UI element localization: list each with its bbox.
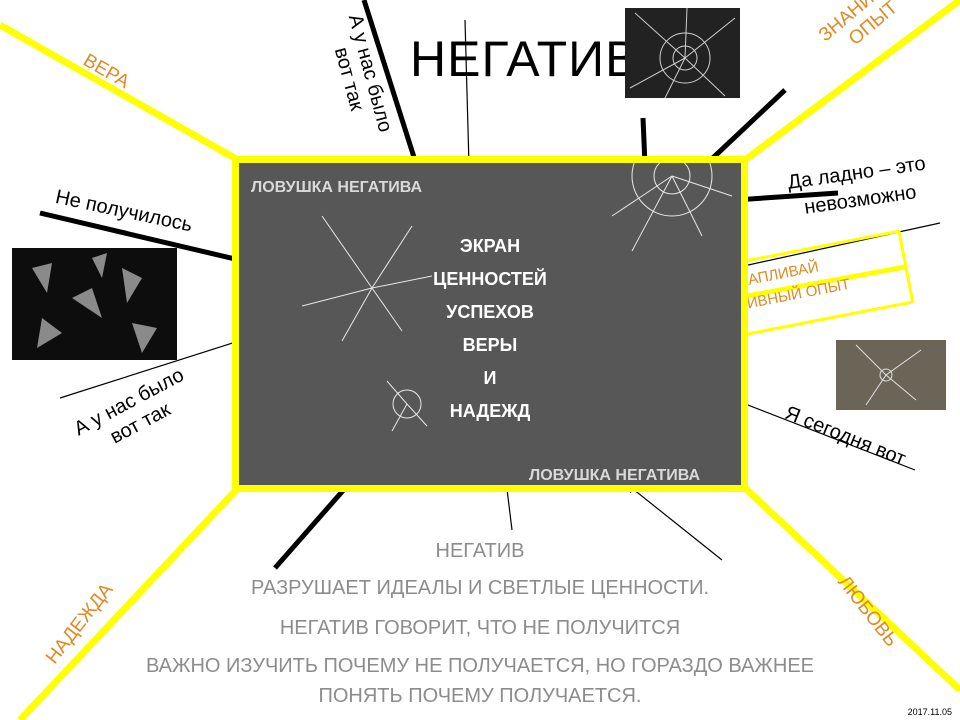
screen-of-values: ЛОВУШКА НЕГАТИВА ЛОВУШКА НЕГАТИВА bbox=[232, 156, 748, 492]
center-line-4: ВЕРЫ bbox=[462, 335, 518, 355]
bottom-line-3: НЕГАТИВ ГОВОРИТ, ЧТО НЕ ПОЛУЧИТСЯ bbox=[279, 617, 681, 639]
arrow-right bbox=[734, 190, 839, 203]
date-stamp: 2017.11.05 bbox=[907, 707, 952, 717]
center-line-2: ЦЕННОСТЕЙ bbox=[433, 269, 547, 289]
bottom-line-1: НЕГАТИВ bbox=[435, 540, 525, 562]
crack-small-icon bbox=[855, 344, 922, 406]
center-line-1: ЭКРАН bbox=[459, 236, 521, 256]
bottom-line-5: ПОНЯТЬ ПОЧЕМУ ПОЛУЧАЕТСЯ. bbox=[318, 685, 642, 707]
crack-icon bbox=[629, 8, 736, 98]
trap-label-bottom: ЛОВУШКА НЕГАТИВА bbox=[529, 467, 701, 484]
broken-glass-photo-left bbox=[12, 248, 177, 360]
shards-icon bbox=[32, 253, 157, 353]
bottom-line-2: РАЗРУШАЕТ ИДЕАЛЫ И СВЕТЛЫЕ ЦЕННОСТИ. bbox=[250, 577, 710, 599]
screen-cracks bbox=[301, 163, 733, 432]
broken-glass-photo-top bbox=[625, 8, 740, 98]
bottom-line-4: ВАЖНО ИЗУЧИТЬ ПОЧЕМУ НЕ ПОЛУЧАЕТСЯ, НО Г… bbox=[145, 655, 815, 677]
diagonal-bottom-right bbox=[742, 485, 960, 693]
screen-center-text: ЭКРАН ЦЕННОСТЕЙ УСПЕХОВ ВЕРЫ И НАДЕЖД bbox=[380, 230, 600, 428]
center-line-6: НАДЕЖД bbox=[449, 401, 531, 421]
diagonal-bottom-left bbox=[17, 485, 241, 720]
broken-glass-photo-right bbox=[836, 340, 946, 410]
thin-bottom-right bbox=[626, 483, 723, 561]
trap-label-top: ЛОВУШКА НЕГАТИВА bbox=[251, 179, 423, 196]
center-line-5: И bbox=[483, 368, 497, 388]
diagonal-top-right bbox=[742, 0, 960, 163]
page-title: НЕГАТИВ bbox=[410, 31, 640, 87]
center-line-3: УСПЕХОВ bbox=[446, 302, 534, 322]
diagonal-top-left bbox=[0, 21, 240, 164]
